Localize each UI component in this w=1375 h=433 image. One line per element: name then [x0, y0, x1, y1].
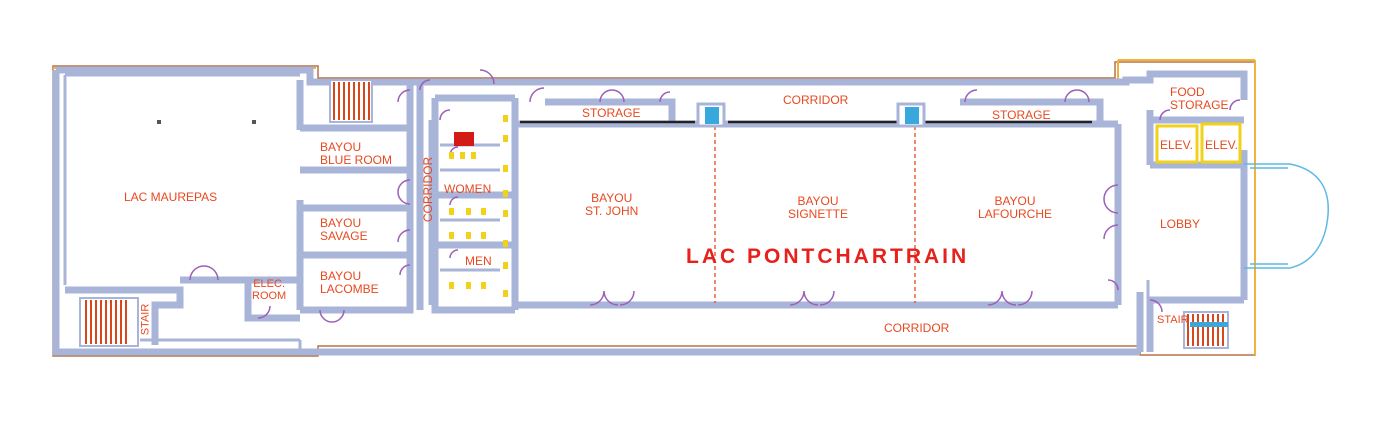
- room-women: WOMEN: [444, 182, 492, 196]
- stair-top-treads: [329, 79, 373, 123]
- movable-walls: [714, 126, 916, 303]
- room-corridor-bottom: CORRIDOR: [884, 321, 950, 335]
- room-corridor-top: CORRIDOR: [783, 93, 849, 107]
- room-bayou-signette: BAYOU SIGNETTE: [788, 194, 849, 221]
- room-bayou-lafourche: BAYOU LAFOURCHE: [978, 194, 1053, 221]
- room-elev-1: ELEV.: [1160, 138, 1193, 152]
- room-bayou-lacombe: BAYOU LACOMBE: [320, 269, 379, 296]
- room-stair-left: STAIR: [139, 303, 152, 336]
- room-lobby: LOBBY: [1160, 217, 1201, 231]
- red-equipment-block: [454, 132, 474, 146]
- stair-left-treads: [79, 297, 139, 347]
- room-bayou-st-john: BAYOU ST. JOHN: [585, 191, 639, 218]
- entrance-canopy: [1244, 163, 1329, 269]
- restroom-fixtures: [449, 115, 508, 297]
- columns: [157, 120, 256, 124]
- room-storage-right: STORAGE: [992, 108, 1051, 122]
- room-lac-pontchartrain: LAC PONTCHARTRAIN: [686, 245, 970, 268]
- room-men: MEN: [465, 254, 492, 268]
- room-bayou-blue-room: BAYOU BLUE ROOM: [320, 140, 393, 167]
- walls: [52, 66, 1248, 356]
- inner-lines: [63, 73, 1150, 352]
- room-bayou-savage: BAYOU SAVAGE: [320, 216, 368, 243]
- room-storage-left: STORAGE: [582, 106, 641, 120]
- room-lac-maurepas: LAC MAUREPAS: [124, 190, 218, 204]
- room-stair-right: STAIR: [1157, 314, 1189, 326]
- room-elec-room: ELEC. ROOM: [252, 278, 287, 302]
- room-corridor-vertical: CORRIDOR: [421, 156, 436, 223]
- building-outline: [52, 61, 1256, 357]
- stair-right-treads: [1183, 311, 1229, 349]
- elevator-shafts-corridor: [696, 102, 926, 128]
- room-food-storage: FOOD STORAGE: [1170, 85, 1229, 112]
- room-elev-2: ELEV.: [1205, 138, 1238, 152]
- elevator-boxes-lobby: [1155, 122, 1242, 164]
